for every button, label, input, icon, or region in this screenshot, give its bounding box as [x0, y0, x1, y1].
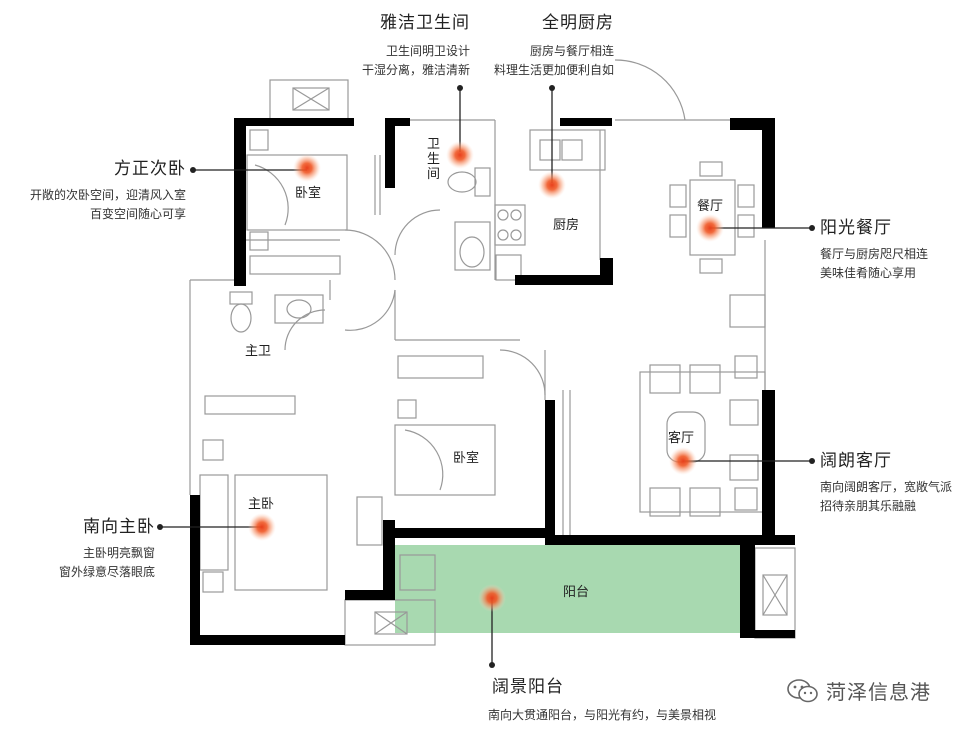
callout-second-bed-title: 方正次卧: [114, 159, 186, 179]
callout-kitchen-desc2: 料理生活更加便利自如: [493, 63, 614, 77]
leader-end-balcony: [489, 662, 495, 668]
balcony-area: [395, 545, 740, 633]
callout-master: 南向主卧 主卧明亮飘窗 窗外绿意尽落眼底: [20, 516, 155, 582]
marker-dining: [696, 214, 724, 242]
watermark: 菏泽信息港: [786, 676, 931, 705]
callout-dining: 阳光餐厅 餐厅与厨房咫尺相连 美味佳肴随心享用: [820, 217, 970, 283]
marker-living: [669, 447, 697, 475]
callout-bath2-desc1: 卫生间明卫设计: [385, 44, 470, 58]
callout-living: 阔朗客厅 南向阔朗客厅，宽敞气派 招待亲朋其乐融融: [820, 450, 975, 516]
marker-kitchen: [538, 171, 566, 199]
callout-kitchen-title: 全明厨房: [542, 13, 614, 33]
marker-second-bed: [293, 154, 321, 182]
room-label-balcony: 阳台: [563, 585, 589, 600]
callout-dining-title: 阳光餐厅: [820, 218, 892, 238]
callout-bath2: 雅洁卫生间 卫生间明卫设计 干湿分离，雅洁清新: [345, 12, 470, 80]
room-label-bath-3: 间: [427, 167, 440, 182]
callout-balcony-desc1: 南向大贯通阳台，与阳光有约，与美景相视: [488, 708, 717, 722]
leader-end-kitchen: [549, 85, 555, 91]
room-label-bedroom-top: 卧室: [295, 185, 321, 201]
leader-end-second-bed: [190, 167, 196, 173]
watermark-text: 菏泽信息港: [826, 680, 931, 704]
leader-end-bath2: [457, 85, 463, 91]
marker-balcony: [478, 584, 506, 612]
callout-dining-desc1: 餐厅与厨房咫尺相连: [820, 247, 929, 261]
room-label-living: 客厅: [668, 430, 694, 446]
callout-living-title: 阔朗客厅: [820, 451, 892, 471]
callout-kitchen-desc1: 厨房与餐厅相连: [529, 44, 614, 58]
callout-second-bed-desc2: 百变空间随心可享: [89, 207, 186, 221]
room-label-bedroom-mid: 卧室: [453, 450, 479, 466]
room-label-master-bath: 主卫: [245, 344, 271, 359]
callout-master-title: 南向主卧: [83, 517, 155, 537]
room-label-bath-1: 卫: [427, 137, 440, 152]
wechat-icon: [787, 678, 818, 702]
callout-second-bed: 方正次卧 开敞的次卧空间，迎清风入室 百变空间随心可享: [6, 158, 186, 224]
leader-end-dining: [809, 225, 815, 231]
callout-balcony: 阔景阳台 南向大贯通阳台，与阳光有约，与美景相视: [480, 676, 750, 725]
room-label-dining: 餐厅: [697, 198, 723, 214]
callout-living-desc1: 南向阔朗客厅，宽敞气派: [820, 480, 953, 494]
marker-bath2: [446, 141, 474, 169]
callout-dining-desc2: 美味佳肴随心享用: [820, 266, 917, 280]
callout-second-bed-desc1: 开敞的次卧空间，迎清风入室: [29, 188, 186, 202]
room-label-kitchen: 厨房: [553, 217, 579, 233]
callout-kitchen: 全明厨房 厨房与餐厅相连 料理生活更加便利自如: [474, 12, 614, 80]
room-label-master: 主卧: [248, 497, 274, 512]
callout-bath2-desc2: 干湿分离，雅洁清新: [361, 63, 470, 77]
callout-master-desc2: 窗外绿意尽落眼底: [58, 565, 155, 579]
callout-living-desc2: 招待亲朋其乐融融: [820, 499, 917, 513]
room-label-bath-2: 生: [427, 152, 440, 167]
leader-end-living: [809, 458, 815, 464]
callout-balcony-title: 阔景阳台: [492, 677, 564, 697]
callout-bath2-title: 雅洁卫生间: [380, 13, 470, 33]
leader-end-master: [157, 524, 163, 530]
marker-master: [248, 513, 276, 541]
callout-master-desc1: 主卧明亮飘窗: [82, 546, 155, 560]
